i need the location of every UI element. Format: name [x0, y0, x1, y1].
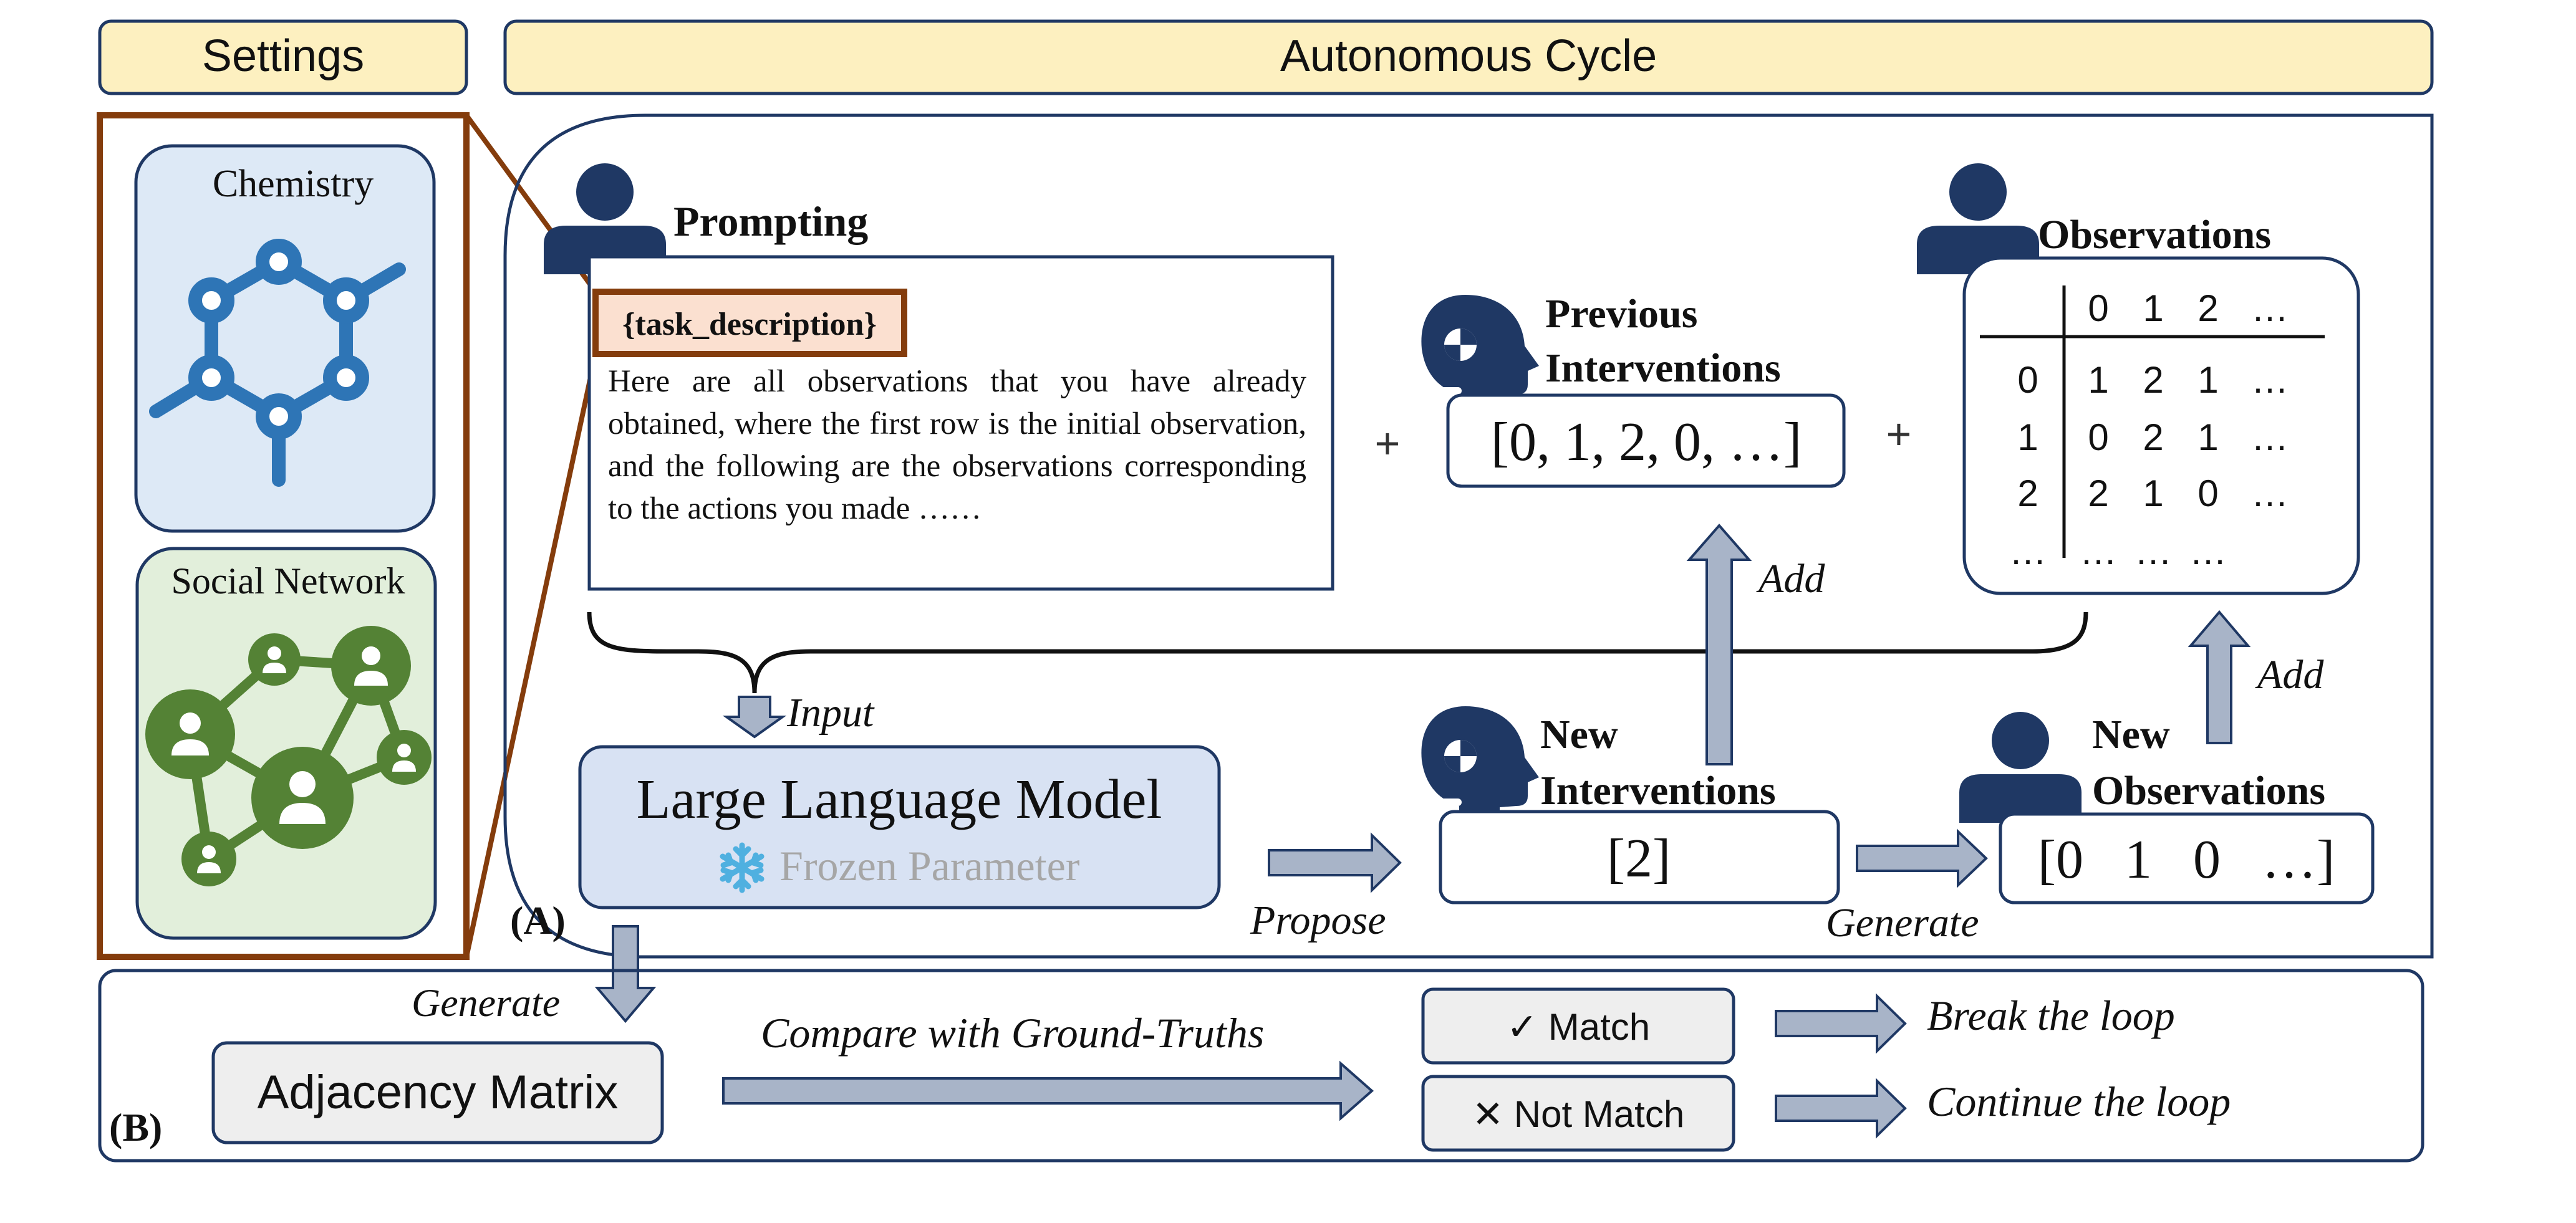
- obs-row-label: 1: [2017, 416, 2038, 458]
- settings-panel: Chemistry: [97, 112, 470, 960]
- new-interventions-title-line2: Interventions: [1540, 768, 1776, 813]
- obs-cell: 2: [2143, 416, 2163, 458]
- prompting-body: Here are all observations that you have …: [608, 364, 1306, 526]
- new-interventions-robot-icon: [1421, 706, 1539, 817]
- observations-title: Observations: [2038, 212, 2271, 257]
- new-observations-value: [0 1 0 …]: [2038, 830, 2335, 890]
- obs-col-header: …: [2251, 287, 2289, 329]
- panel-a-frame: [503, 113, 2434, 959]
- obs-cell: …: [2189, 530, 2227, 572]
- obs-cell: …: [2251, 472, 2289, 514]
- add-interventions-arrow: [1686, 523, 1752, 765]
- molecule-icon: [149, 239, 406, 487]
- settings-label: Settings: [202, 31, 364, 81]
- snowflake-icon: [720, 842, 765, 893]
- chemistry-label: Chemistry: [213, 163, 374, 205]
- obs-cell: …: [2251, 416, 2289, 458]
- obs-cell: 2: [2143, 359, 2163, 401]
- obs-cell: 1: [2088, 359, 2108, 401]
- obs-cell: 0: [2197, 472, 2218, 514]
- zoom-connector-bottom: [464, 353, 598, 957]
- not-match-label: ✕ Not Match: [1472, 1093, 1684, 1135]
- obs-col-header: 1: [2143, 287, 2163, 329]
- input-arrow: [722, 696, 787, 739]
- obs-row-label: …: [2009, 530, 2047, 572]
- new-interventions-value: [2]: [1607, 828, 1671, 889]
- llm-title: Large Language Model: [636, 769, 1162, 830]
- generate-matrix-arrow: [594, 925, 657, 1024]
- compare-arrow: [722, 1060, 1374, 1121]
- obs-cell: …: [2135, 530, 2172, 572]
- settings-header: Settings: [98, 19, 468, 95]
- previous-interventions-title-line2: Interventions: [1545, 345, 1781, 391]
- add-interventions-label: Add: [1756, 556, 1825, 602]
- social-network-label: Social Network: [171, 560, 405, 602]
- new-observations-title-line1: New: [2092, 712, 2170, 757]
- svg-text:{task_description}: {task_description}: [622, 307, 877, 342]
- social-network-card: Social Network: [135, 547, 437, 940]
- settings-zoom-frame: [97, 112, 470, 960]
- panel-a-label: (A): [510, 898, 566, 942]
- task-description-tag: {task_description}: [592, 289, 907, 357]
- obs-cell: …: [2251, 359, 2289, 401]
- generate-matrix-label: Generate: [412, 981, 560, 1025]
- generate-observations-arrow: [1856, 828, 1988, 888]
- match-label: ✓ Match: [1507, 1006, 1650, 1048]
- propose-arrow: [1268, 832, 1402, 893]
- obs-cell: 1: [2197, 359, 2218, 401]
- obs-cell: 0: [2088, 416, 2108, 458]
- plus-sign-2: +: [1886, 410, 1912, 458]
- previous-interventions-robot-icon: [1421, 295, 1539, 406]
- add-observations-arrow: [2188, 610, 2251, 744]
- add-observations-label: Add: [2255, 652, 2324, 698]
- obs-cell: 1: [2197, 416, 2218, 458]
- previous-interventions-value: [0, 1, 2, 0, …]: [1491, 412, 1802, 472]
- new-interventions-box: [1439, 810, 1840, 904]
- new-observations-person-icon: [1959, 712, 2082, 823]
- panel-b-frame: [98, 969, 2424, 1163]
- propose-label: Propose: [1250, 898, 1386, 943]
- input-brace: [587, 612, 2088, 694]
- break-loop-label: Break the loop: [1927, 992, 2175, 1039]
- frozen-parameter-label: Frozen Parameter: [779, 842, 1080, 890]
- new-observations-box: [1999, 812, 2375, 904]
- previous-interventions-title-line1: Previous: [1545, 291, 1697, 337]
- llm-box: Large Language Model Frozen Parameter: [578, 745, 1221, 909]
- match-box: ✓ Match: [1421, 987, 1735, 1065]
- obs-cell: …: [2080, 530, 2117, 572]
- input-label: Input: [786, 690, 875, 736]
- autonomous-cycle-header: Autonomous Cycle: [503, 19, 2434, 95]
- prompting-box: [587, 255, 1334, 591]
- prompting-title: Prompting: [673, 198, 868, 245]
- obs-cell: 2: [2088, 472, 2108, 514]
- break-arrow: [1775, 993, 1907, 1054]
- obs-col-header: 0: [2088, 287, 2108, 329]
- plus-sign-1: +: [1375, 419, 1401, 468]
- generate-observations-label: Generate: [1826, 900, 1979, 946]
- autonomous-cycle-label: Autonomous Cycle: [1280, 31, 1657, 81]
- new-observations-title-line2: Observations: [2092, 768, 2325, 813]
- continue-arrow: [1775, 1078, 1907, 1139]
- continue-loop-label: Continue the loop: [1927, 1078, 2231, 1125]
- not-match-box: ✕ Not Match: [1421, 1075, 1735, 1152]
- obs-row-label: 0: [2017, 359, 2038, 401]
- network-icon: [145, 626, 432, 886]
- compare-label: Compare with Ground-Truths: [761, 1009, 1264, 1057]
- obs-cell: 1: [2143, 472, 2163, 514]
- adjacency-matrix-box: Adjacency Matrix: [211, 1041, 664, 1144]
- observations-table: 0 1 2 … 0 1 2 1 … 1 0 2 1 … 2 2 1 0 … … …: [1980, 285, 2325, 572]
- obs-col-header: 2: [2197, 287, 2218, 329]
- previous-interventions-box: [1446, 393, 1846, 488]
- chemistry-card: Chemistry: [134, 144, 436, 533]
- new-interventions-title-line1: New: [1540, 712, 1618, 757]
- panel-b-label: (B): [109, 1105, 162, 1149]
- adjacency-matrix-label: Adjacency Matrix: [258, 1066, 619, 1119]
- obs-row-label: 2: [2017, 472, 2038, 514]
